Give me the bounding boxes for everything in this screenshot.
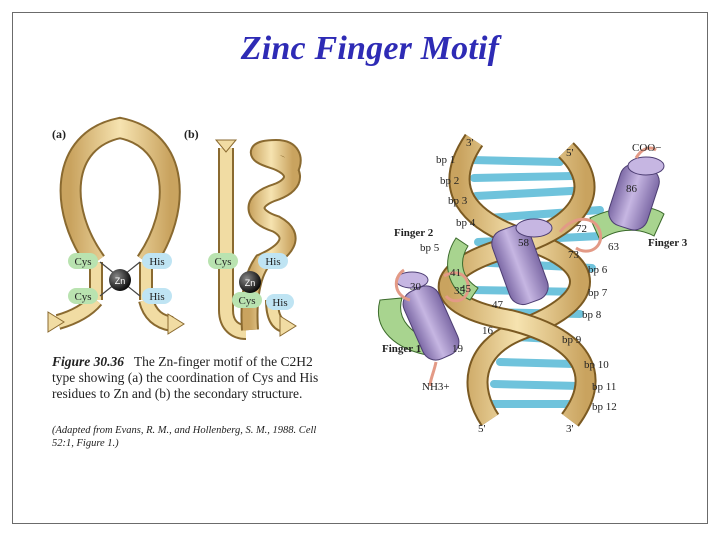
cys-top-pill-b	[208, 253, 238, 269]
finger-3-label: Finger 3	[648, 237, 688, 249]
dna-complex	[378, 133, 665, 427]
slide-title: Zinc Finger Motif	[240, 30, 500, 67]
bp-6-label: bp 6	[588, 264, 608, 276]
zn-label-b: Zn	[245, 278, 256, 288]
finger-2-label: Finger 2	[394, 227, 434, 239]
residue-86-label: 86	[626, 183, 638, 195]
his-top-pill	[142, 253, 172, 269]
bp-3-label: bp 3	[448, 195, 468, 207]
bp-8-label: bp 8	[582, 309, 602, 321]
panel-b: (b) Cys His Cys His Zn	[184, 127, 302, 340]
panel-b-label: (b)	[184, 127, 199, 141]
panel-a-label: (a)	[52, 127, 66, 141]
arrow-left-icon	[47, 311, 65, 333]
bp-7-label: bp 7	[588, 287, 608, 299]
residue-41-label: 41	[450, 267, 461, 279]
bp-5-label: bp 5	[420, 242, 440, 254]
his-top-label: His	[149, 256, 164, 268]
arrow-right-b-icon	[279, 315, 297, 337]
zinc-atom-b-icon	[239, 271, 261, 293]
strand-top-5-label: 5'	[566, 147, 574, 159]
slide-frame	[12, 12, 708, 524]
residue-72-label: 72	[576, 223, 587, 235]
bp-12-label: bp 12	[592, 401, 617, 413]
figure-number: Figure 30.36	[52, 354, 125, 369]
residue-73-label: 73	[568, 249, 580, 261]
residue-30-label: 30	[410, 281, 422, 293]
zn-label: Zn	[115, 276, 126, 286]
coo-label: COO−	[632, 142, 661, 154]
arrow-down-icon	[214, 139, 238, 153]
bp-1-label: bp 1	[436, 154, 455, 166]
bp-2-label: bp 2	[440, 175, 459, 187]
residue-45-label: 45	[460, 283, 472, 295]
bp-11-label: bp 11	[592, 381, 616, 393]
arrow-right-icon	[167, 313, 185, 335]
his-bottom-pill-b	[266, 294, 294, 310]
helix-cylinders	[395, 156, 665, 361]
figure-credit: (Adapted from Evans, R. M., and Hollenbe…	[52, 425, 317, 449]
residue-47-label: 47	[492, 299, 504, 311]
zinc-atom-icon	[109, 269, 131, 291]
caption-text: The Zn-finger motif of the C2H2 type sho…	[52, 354, 319, 401]
figure-caption: Figure 30.36 The Zn-finger motif of the …	[52, 354, 322, 402]
cys-top-pill	[68, 253, 98, 269]
cys-bottom-pill	[68, 288, 98, 304]
panel-a: (a) Cys His Cys His Zn	[47, 116, 185, 335]
his-top-pill-b	[258, 253, 288, 269]
residue-35-label: 35	[454, 285, 466, 297]
residue-16-label: 16	[482, 325, 494, 337]
his-bottom-label: His	[149, 291, 164, 303]
residue-63-label: 63	[608, 241, 620, 253]
residue-58-label: 58	[518, 237, 530, 249]
strand-bottom-3-label: 3'	[566, 423, 574, 435]
finger2-sheet	[447, 237, 479, 301]
residue-19-label: 19	[452, 343, 464, 355]
nh3-label: NH3+	[422, 381, 450, 393]
strand-bottom-5-label: 5'	[478, 423, 486, 435]
bp-4-label: bp 4	[456, 217, 476, 229]
bp-10-label: bp 10	[584, 359, 609, 371]
cys-top-label-b: Cys	[214, 256, 231, 268]
his-top-label-b: His	[265, 256, 280, 268]
strand-top-3-label: 3'	[466, 137, 474, 149]
bp-9-label: bp 9	[562, 334, 582, 346]
cys-bottom-label-b: Cys	[238, 295, 255, 307]
his-bottom-label-b: His	[272, 297, 287, 309]
his-bottom-pill	[142, 288, 172, 304]
cys-top-label: Cys	[74, 256, 91, 268]
finger-1-label: Finger 1	[382, 343, 421, 355]
cys-bottom-label: Cys	[74, 291, 91, 303]
dna-labels: 3' 5' 5' 3' COO− NH3+ bp 1 bp 2 bp 3 bp …	[382, 137, 688, 435]
cys-bottom-pill-b	[232, 292, 262, 308]
